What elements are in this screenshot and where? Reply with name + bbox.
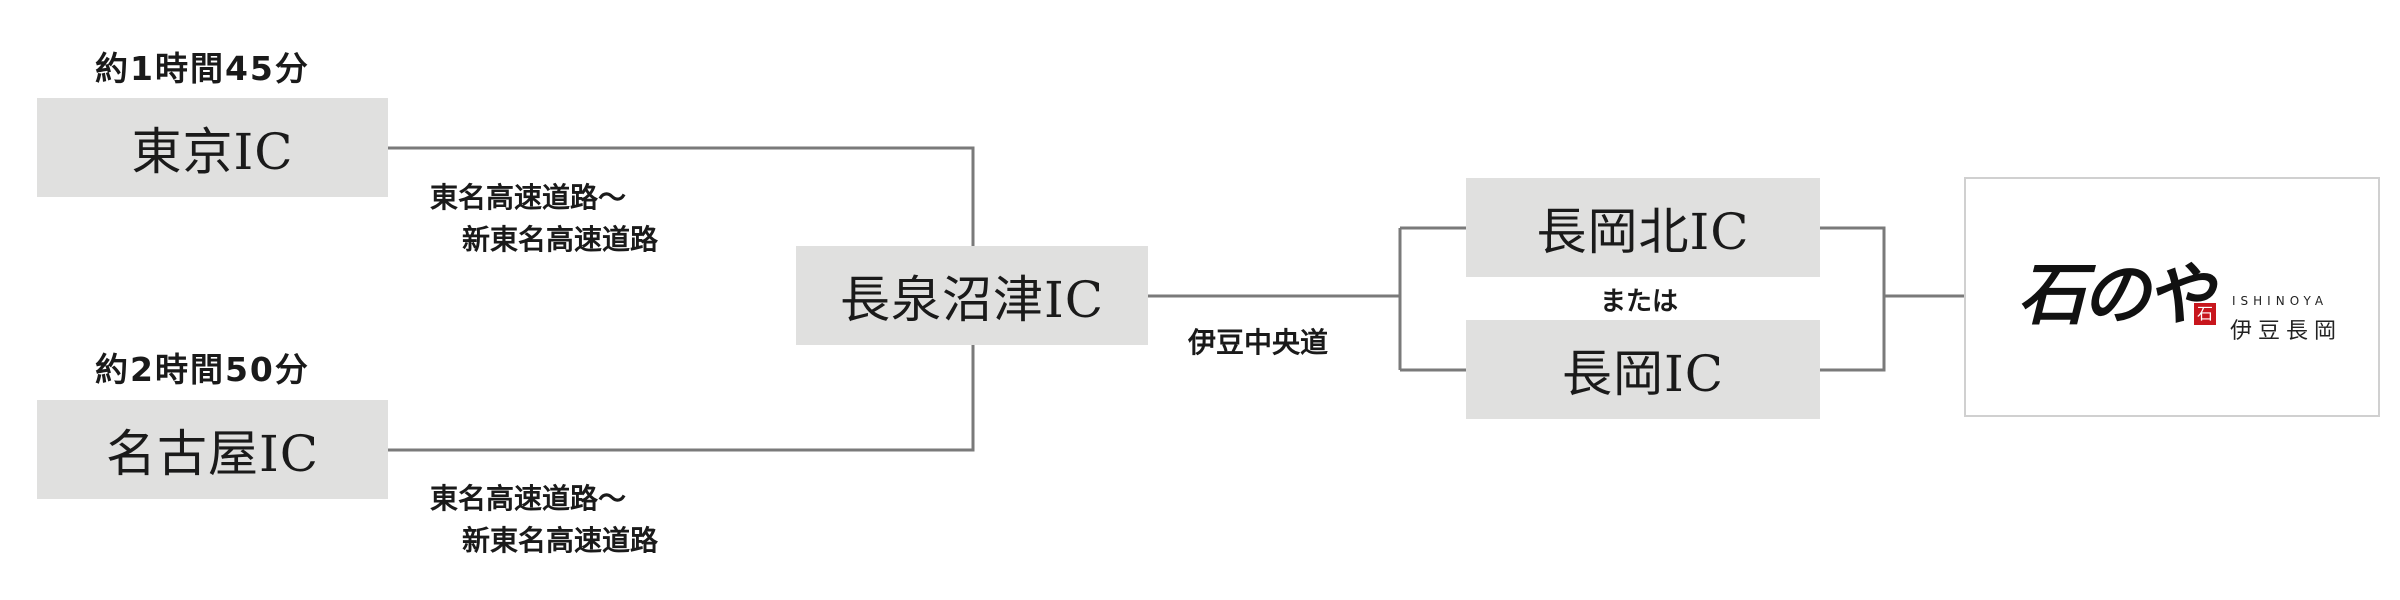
line-tokyo-to-nagaizumi: [388, 146, 975, 246]
logo-romaji: ISHINOYA: [2232, 294, 2329, 308]
or-label: または: [1600, 287, 1679, 317]
line-nagoya-to-nagaizumi: [388, 345, 975, 452]
logo-subtitle: 伊豆長岡: [2230, 319, 2343, 344]
route-label-tomei-lower: 東名高速道路〜 新東名高速道路: [430, 478, 658, 562]
node-nagaoka-kita-ic: 長岡北IC: [1466, 178, 1820, 277]
destination-hotel-logo: 石のや 石 ISHINOYA 伊豆長岡: [1964, 177, 2380, 417]
node-nagaoka-ic: 長岡IC: [1466, 320, 1820, 419]
route-label-tomei-lower-line1: 東名高速道路〜: [430, 482, 627, 515]
route-label-izu-chuo: 伊豆中央道: [1188, 326, 1329, 359]
route-label-tomei-upper-line2: 新東名高速道路: [462, 223, 659, 256]
node-nagaizumi-numazu-ic: 長泉沼津IC: [796, 246, 1148, 345]
logo-mark: 石のや: [2018, 255, 2214, 335]
logo-seal: 石: [2194, 303, 2216, 325]
route-label-tomei-upper-line1: 東名高速道路〜: [430, 181, 627, 214]
line-nagaoka-kita-merge: [1820, 226, 1886, 372]
node-tokyo-ic: 東京IC: [37, 98, 388, 197]
route-label-tomei-lower-line2: 新東名高速道路: [462, 524, 659, 557]
travel-time-nagoya: 約2時間50分: [95, 350, 310, 389]
travel-time-tokyo: 約1時間45分: [95, 49, 310, 88]
route-label-tomei-upper: 東名高速道路〜 新東名高速道路: [430, 177, 658, 261]
node-nagoya-ic: 名古屋IC: [37, 400, 388, 499]
